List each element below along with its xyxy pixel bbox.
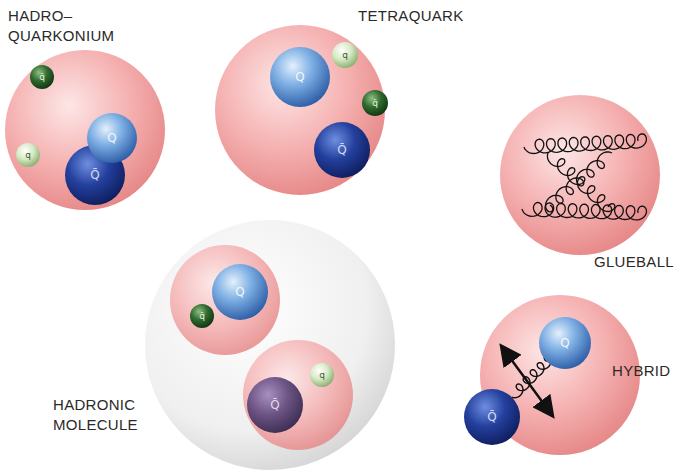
quark-letter: Q [539,317,591,369]
quark-sphere: Q̄ [464,389,520,445]
quark-sphere: Q̄ [314,122,370,178]
quark-letter: Q [270,47,330,107]
hybrid-sphere: HYBRIDQQ̄ [480,295,640,455]
quark-sphere: q̄ [30,65,54,89]
quark-sphere: Q [270,47,330,107]
quark-sphere: q [332,42,358,68]
quark-letter: Q̄ [464,389,520,445]
quark-letter: Q [212,264,268,320]
hadron-type-label: HADRONIC MOLECULE [53,395,153,435]
glueball-sphere: GLUEBALL [500,95,660,255]
quark-letter: q̄ [190,304,214,328]
gluon-coils [522,134,647,220]
quark-letter: q [16,143,40,167]
sphere-outline [500,95,660,255]
quark-sphere: Q̄ [247,377,303,433]
quark-sphere: Q [212,264,268,320]
quark-letter: q̄ [30,65,54,89]
quark-letter: q [332,42,358,68]
tetraquark-sphere: TETRAQUARKQqq̄Q̄ [215,25,385,195]
gluon-string [512,356,551,398]
quark-sphere: Q [539,317,591,369]
quark-letter: Q [87,113,137,163]
quark-sphere: q̄ [190,304,214,328]
quark-sphere: q [16,143,40,167]
hadroquarkonium-sphere: HADRO– QUARKONIUMq̄qQ̄Q [5,50,165,210]
quark-sphere: Q [87,113,137,163]
hadron-type-label: GLUEBALL [594,252,684,272]
quark-sphere: q [310,363,334,387]
molecule-sphere: HADRONIC MOLECULEQq̄qQ̄ [145,220,395,470]
hadron-type-label: HYBRID [612,361,682,381]
quark-letter: q [310,363,334,387]
hadron-type-label: HADRO– QUARKONIUM [8,6,128,46]
quark-letter: q̄ [362,90,388,116]
quark-letter: Q̄ [314,122,370,178]
hadron-type-label: TETRAQUARK [358,6,488,26]
quark-sphere: q̄ [362,90,388,116]
quark-letter: Q̄ [247,377,303,433]
